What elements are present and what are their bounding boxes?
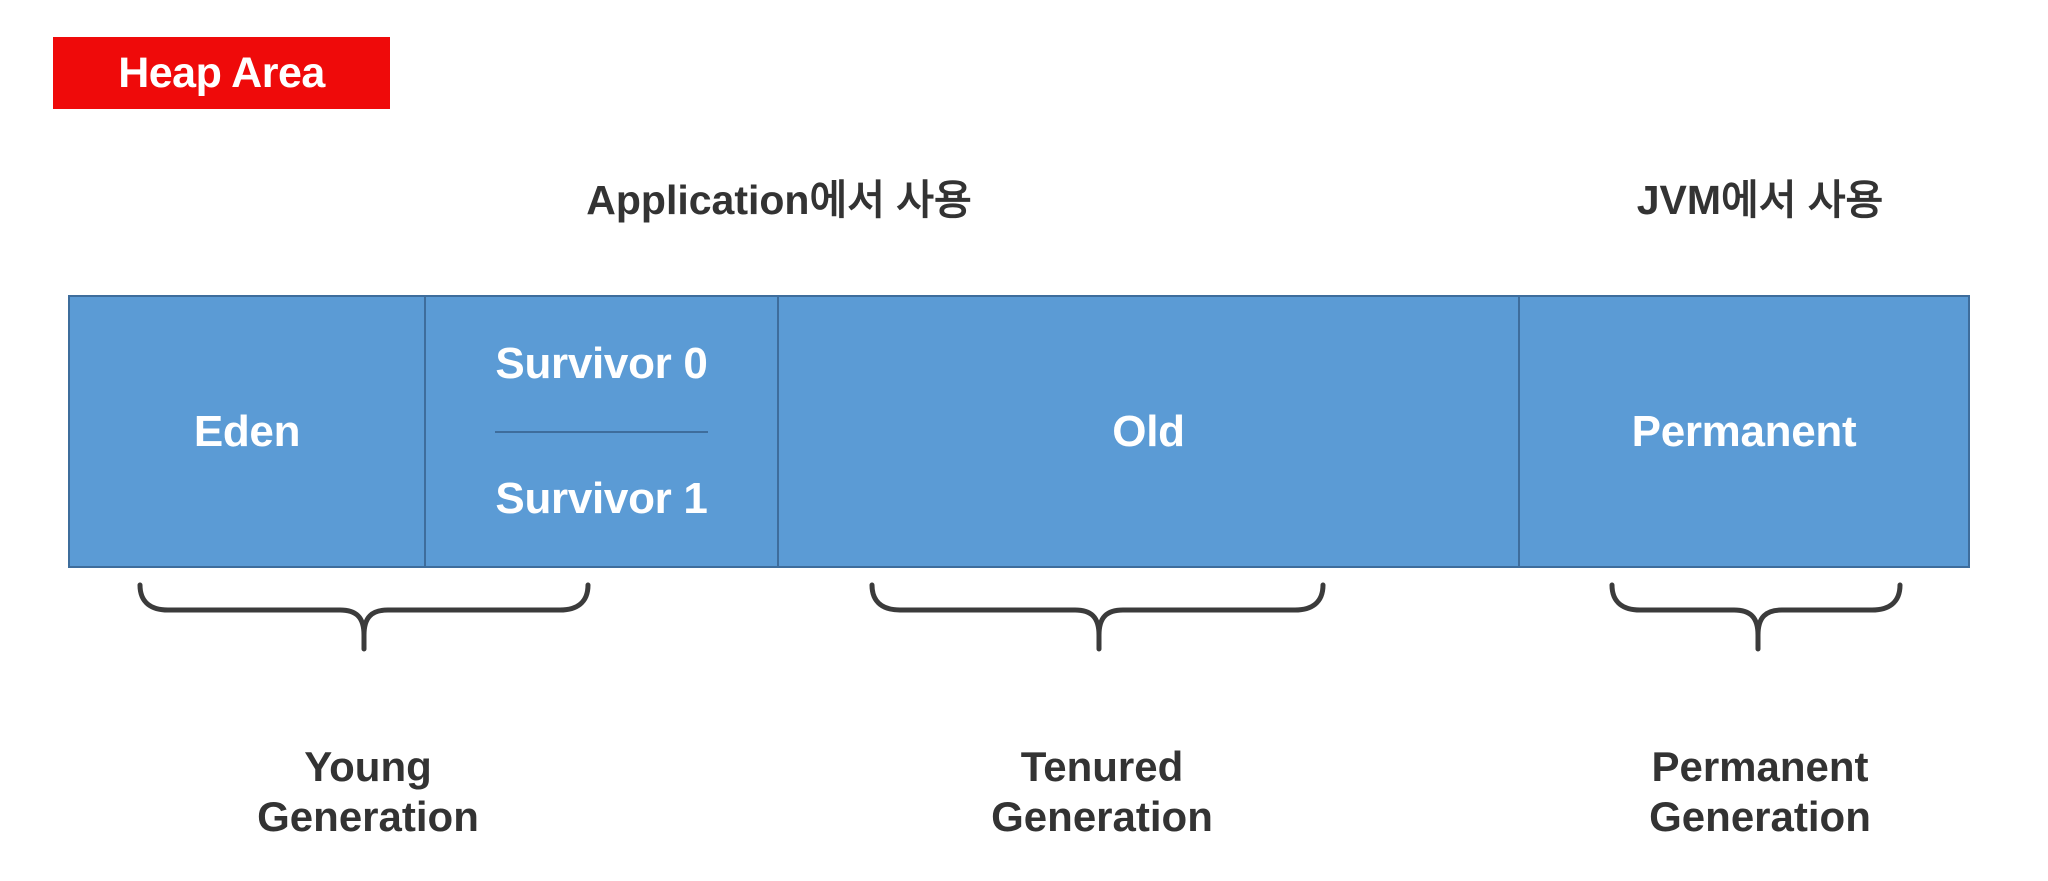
heap-area-badge-label: Heap Area bbox=[118, 48, 325, 97]
region-eden-label: Eden bbox=[193, 406, 301, 456]
brace-permanent-icon bbox=[1609, 582, 1903, 652]
label-young-generation-line2: Generation bbox=[257, 792, 479, 840]
heap-area-badge: Heap Area bbox=[53, 37, 390, 109]
label-permanent-generation: Permanent Generation bbox=[1560, 742, 1960, 841]
label-permanent-generation-line1: Permanent bbox=[1651, 743, 1869, 790]
brace-tenured-icon bbox=[869, 582, 1326, 652]
annotation-application-usage: Application에서 사용 bbox=[586, 177, 972, 223]
label-tenured-generation: Tenured Generation bbox=[902, 742, 1302, 841]
brace-young-icon bbox=[137, 582, 591, 652]
region-permanent-label: Permanent bbox=[1631, 406, 1857, 456]
label-young-generation-line1: Young bbox=[304, 743, 432, 790]
label-permanent-generation-line2: Generation bbox=[1649, 792, 1871, 840]
brace-young-generation bbox=[137, 582, 591, 652]
heap-memory-bar: Eden Survivor 0 Survivor 1 Old Permanent bbox=[68, 295, 1970, 568]
region-survivor-0-label: Survivor 0 bbox=[495, 338, 708, 388]
region-survivors: Survivor 0 Survivor 1 bbox=[424, 297, 779, 566]
region-survivor-0: Survivor 0 bbox=[495, 297, 708, 431]
brace-permanent-generation bbox=[1609, 582, 1903, 652]
label-tenured-generation-line2: Generation bbox=[991, 792, 1213, 840]
label-young-generation: Young Generation bbox=[168, 742, 568, 841]
brace-tenured-generation bbox=[869, 582, 1326, 652]
region-old: Old bbox=[779, 297, 1520, 566]
region-survivor-1-label: Survivor 1 bbox=[495, 474, 708, 524]
annotation-jvm-usage: JVM에서 사용 bbox=[1636, 177, 1884, 223]
region-survivor-1: Survivor 1 bbox=[495, 430, 708, 567]
label-tenured-generation-line1: Tenured bbox=[1020, 743, 1184, 790]
region-eden: Eden bbox=[70, 297, 424, 566]
region-permanent: Permanent bbox=[1520, 297, 1968, 566]
region-old-label: Old bbox=[1112, 406, 1185, 456]
